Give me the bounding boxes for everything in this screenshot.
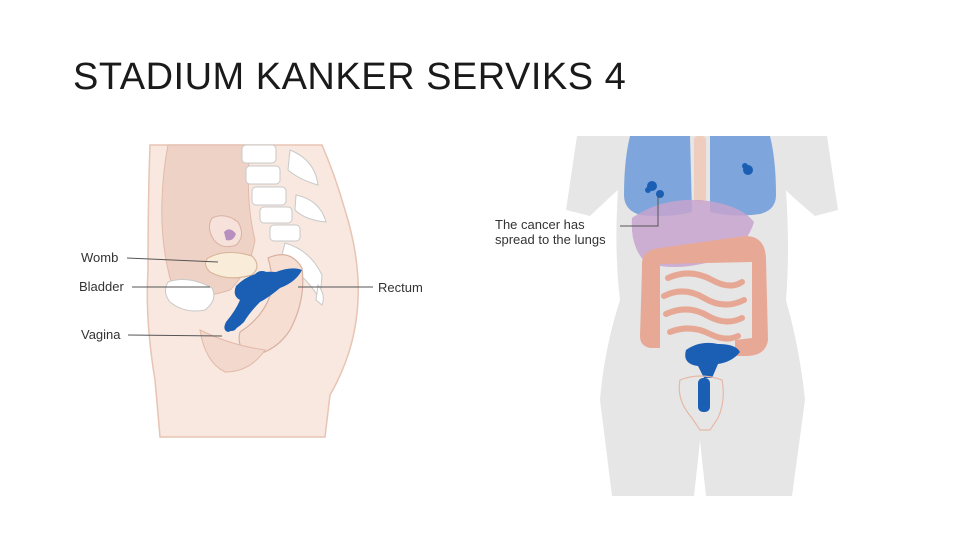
label-vagina: Vagina bbox=[81, 327, 121, 342]
pelvis-cross-section: Womb Bladder Vagina Rectum bbox=[79, 145, 423, 437]
label-bladder: Bladder bbox=[79, 279, 124, 294]
windpipe bbox=[694, 136, 706, 202]
annotation-line-1: The cancer has bbox=[495, 217, 585, 232]
label-womb: Womb bbox=[81, 250, 118, 265]
label-rectum: Rectum bbox=[378, 280, 423, 295]
annotation-line-2: spread to the lungs bbox=[495, 232, 606, 247]
torso-front-view: The cancer has spread to the lungs bbox=[495, 136, 838, 496]
womb-organ bbox=[205, 252, 257, 277]
